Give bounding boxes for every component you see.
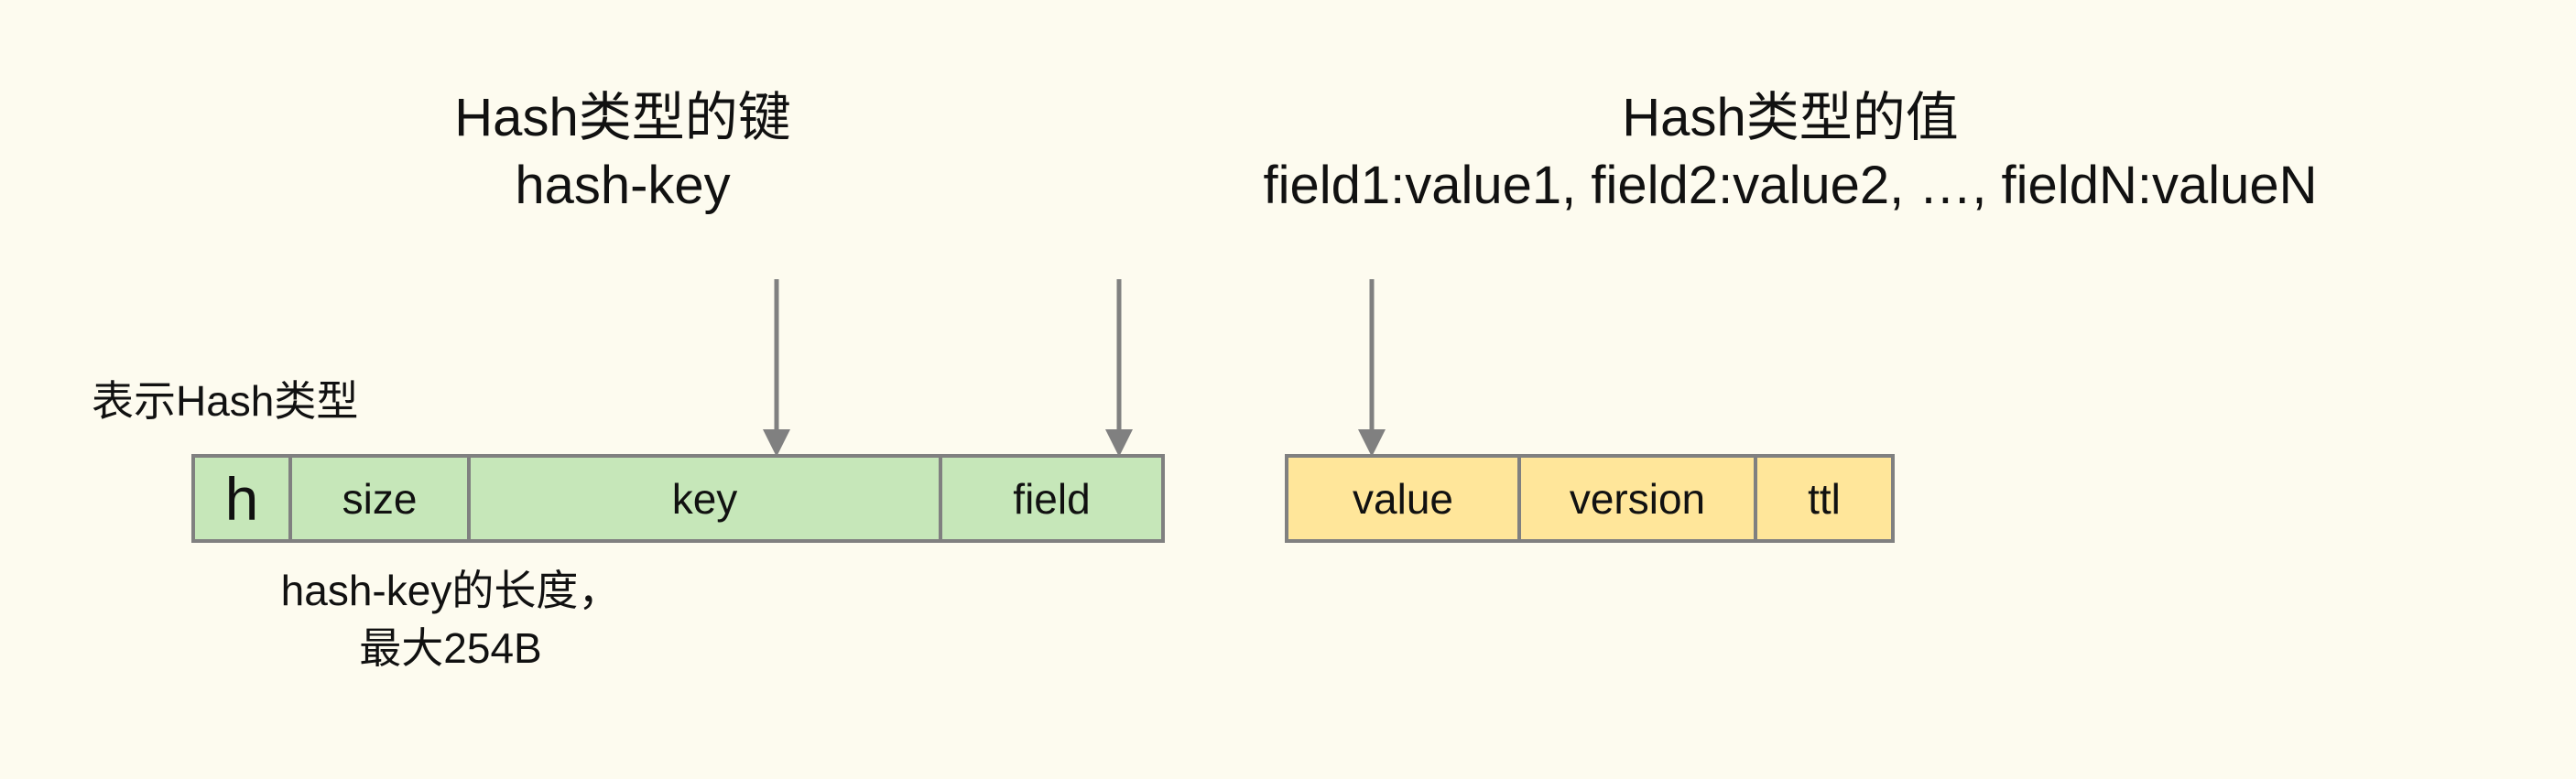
- key-cell-key: key: [467, 454, 942, 543]
- key-cell-type: h: [191, 454, 292, 543]
- value-cell-ttl: ttl: [1754, 454, 1895, 543]
- caption-key-length-line2: 最大254B: [359, 624, 542, 673]
- key-record-row: h size key field: [191, 454, 1165, 543]
- annotation-hash-key-line2: hash-key: [515, 156, 731, 216]
- key-cell-field: field: [939, 454, 1165, 543]
- caption-type-marker: 表示Hash类型: [92, 377, 359, 425]
- value-cell-version: version: [1517, 454, 1757, 543]
- value-cell-value: value: [1285, 454, 1521, 543]
- annotation-hash-value: Hash类型的值 field1:value1, field2:value2, ……: [1021, 84, 2560, 220]
- annotation-hash-key-line1: Hash类型的键: [454, 88, 791, 147]
- annotation-hash-value-line1: Hash类型的值: [1622, 88, 1959, 147]
- key-cell-size: size: [288, 454, 471, 543]
- annotation-hash-value-line2: field1:value1, field2:value2, …, fieldN:…: [1263, 156, 2318, 216]
- value-record-row: value version ttl: [1285, 454, 1895, 543]
- annotation-hash-key: Hash类型的键 hash-key: [330, 84, 916, 220]
- caption-key-length: hash-key的长度， 最大254B: [203, 562, 698, 678]
- caption-key-length-line1: hash-key的长度，: [280, 567, 621, 614]
